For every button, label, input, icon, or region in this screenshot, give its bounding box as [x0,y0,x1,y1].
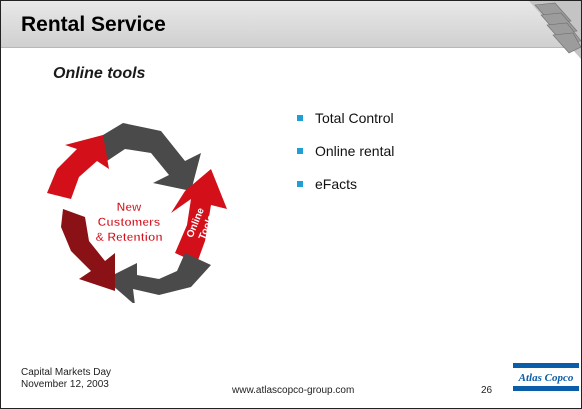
slide-title: Rental Service [21,13,166,36]
cycle-center-line3: & Retention [95,230,162,244]
cycle-center-line2: Customers [98,215,161,229]
slide-subtitle: Online tools [53,65,146,82]
bullet-list: Total Control Online rental eFacts [297,109,394,208]
bullet-item: Online rental [297,142,394,175]
footer-event: Capital Markets Day [21,367,112,378]
cycle-arrow-bottom [105,253,211,303]
atlas-copco-logo: Atlas Copco [513,363,579,391]
footer-url: www.atlascopco-group.com [232,385,355,396]
cycle-diagram: New Customers & Retention Online Tools [47,123,227,303]
bullet-text: eFacts [315,176,358,192]
bullet-square-icon [297,181,303,187]
gear-icon [529,1,581,59]
bullet-item: eFacts [297,175,394,208]
bullet-text: Online rental [315,143,395,159]
cycle-center-line1: New [117,200,142,214]
cycle-arrow-top-left [47,135,109,199]
footer-event-info: Capital Markets Day November 12, 2003 [21,367,111,391]
bullet-square-icon [297,148,303,154]
page-number: 26 [481,385,493,396]
title-bar: Rental Service [1,1,581,59]
logo-text: Atlas Copco [518,372,574,384]
bullet-text: Total Control [315,110,394,126]
cycle-arrow-left [61,209,115,291]
footer-date: November 12, 2003 [21,379,109,390]
bullet-square-icon [297,115,303,121]
bullet-item: Total Control [297,109,394,142]
cycle-arrow-top [93,123,201,191]
cycle-arrow-online-tools [171,169,227,263]
